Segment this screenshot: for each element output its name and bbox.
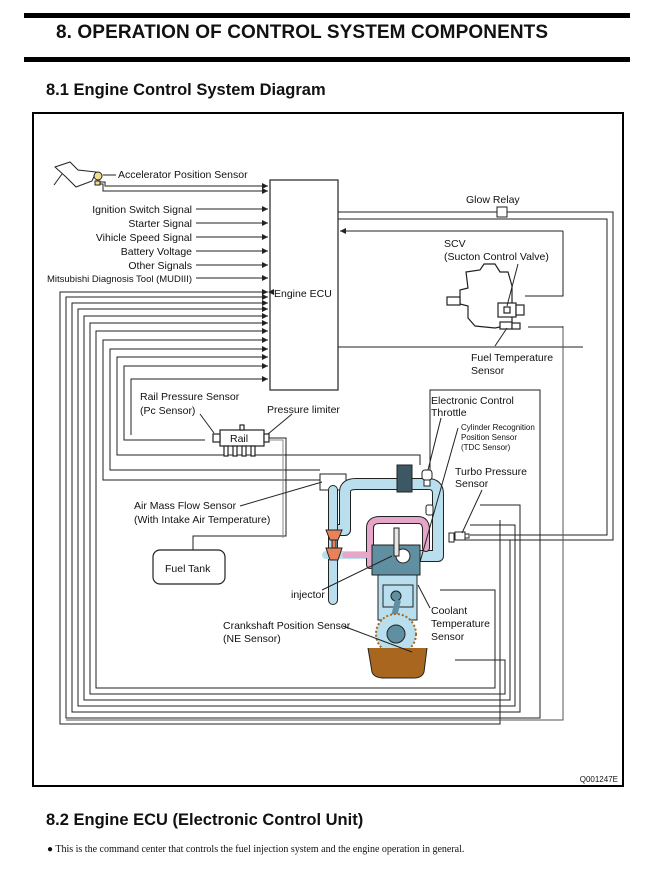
top-rule xyxy=(24,13,630,18)
label-rail-pressure-1: Rail Pressure Sensor xyxy=(140,391,240,403)
output-wires xyxy=(66,211,614,721)
ecu-arrowheads xyxy=(255,289,268,382)
label-ignition-switch: Ignition Switch Signal xyxy=(92,204,192,216)
throttle-body-icon xyxy=(421,469,433,487)
intercooler-icon xyxy=(396,464,413,493)
label-coolant-2: Temperature xyxy=(431,618,490,630)
etc-leader xyxy=(427,417,442,471)
label-etc-1: Electronic Control xyxy=(431,395,514,407)
label-tdc-1: Cylinder Recognition xyxy=(461,423,535,432)
common-rail-icon xyxy=(212,424,270,457)
accel-wire-2 xyxy=(100,183,268,194)
bullet-text: ● This is the command center that contro… xyxy=(47,844,465,855)
injector-leader xyxy=(321,555,393,591)
label-tdc-3: (TDC Sensor) xyxy=(461,443,511,452)
label-diagnosis-tool: Mitsubishi Diagnosis Tool (MUDIII) xyxy=(47,274,192,285)
label-other-signals: Other Signals xyxy=(128,260,192,272)
label-fuel-temp-1: Fuel Temperature xyxy=(471,352,553,364)
tdc-sensor-icon xyxy=(425,504,434,516)
turbocharger-icon xyxy=(325,529,343,561)
accel-wire-1 xyxy=(100,181,268,189)
fuel-tank xyxy=(152,549,226,585)
turbo-pressure-sensor-icon xyxy=(448,531,470,543)
label-crank-1: Crankshaft Position Sensor xyxy=(223,620,351,632)
pressure-limiter-leader xyxy=(267,413,293,435)
accelerator-pedal-icon xyxy=(53,161,103,188)
label-scv-full: (Sucton Control Valve) xyxy=(444,251,549,263)
label-coolant-3: Sensor xyxy=(431,631,465,643)
tdc-leader xyxy=(419,427,459,563)
label-coolant-1: Coolant xyxy=(431,605,467,617)
engine-ecu-box xyxy=(269,179,339,391)
section-heading: 8. OPERATION OF CONTROL SYSTEM COMPONENT… xyxy=(56,22,549,43)
scv-leader xyxy=(506,263,519,307)
turbo-leader xyxy=(461,489,483,534)
subsection-heading-8-2: 8.2 Engine ECU (Electronic Control Unit) xyxy=(46,811,364,829)
label-accelerator-position-sensor: Accelerator Position Sensor xyxy=(118,169,248,181)
rail-fuel-line-2 xyxy=(269,439,284,538)
label-turbo-2: Sensor xyxy=(455,478,489,490)
label-pressure-limiter: Pressure limiter xyxy=(267,404,340,416)
coolant-leader xyxy=(417,584,431,609)
signal-inputs: Ignition Switch Signal Starter Signal Vi… xyxy=(47,204,268,285)
label-maf-1: Air Mass Flow Sensor xyxy=(134,500,237,512)
label-tdc-2: Position Sensor xyxy=(461,433,517,442)
rail-pressure-leader xyxy=(199,413,215,434)
label-battery-voltage: Battery Voltage xyxy=(121,246,192,258)
label-rail-pressure-2: (Pc Sensor) xyxy=(140,405,195,417)
label-starter-signal: Starter Signal xyxy=(128,218,192,230)
subsection-heading-8-1: 8.1 Engine Control System Diagram xyxy=(46,81,326,99)
crank-leader xyxy=(342,625,413,653)
engine-block xyxy=(367,527,428,679)
label-fuel-tank: Fuel Tank xyxy=(165,563,211,575)
supply-pump-icon xyxy=(446,263,525,330)
label-injector: injector xyxy=(291,589,325,601)
label-glow-relay: Glow Relay xyxy=(466,194,520,206)
label-maf-2: (With Intake Air Temperature) xyxy=(134,514,270,526)
maf-leader xyxy=(239,481,323,507)
diagram-frame: Q001247E xyxy=(32,112,624,787)
label-etc-2: Throttle xyxy=(431,407,467,419)
fuel-temp-leader xyxy=(494,327,508,347)
label-vehicle-speed: Vihicle Speed Signal xyxy=(96,232,192,244)
engine-ecu-label: Engine ECU xyxy=(274,288,332,300)
label-scv: SCV xyxy=(444,238,466,250)
glow-relay-icon xyxy=(496,206,508,218)
label-crank-2: (NE Sensor) xyxy=(223,633,281,645)
rail-fuel-line xyxy=(192,437,287,550)
figure-id: Q001247E xyxy=(579,775,618,784)
bottom-rule xyxy=(24,57,630,62)
label-rail: Rail xyxy=(230,433,248,445)
label-turbo-1: Turbo Pressure xyxy=(455,466,527,478)
label-fuel-temp-2: Sensor xyxy=(471,365,505,377)
